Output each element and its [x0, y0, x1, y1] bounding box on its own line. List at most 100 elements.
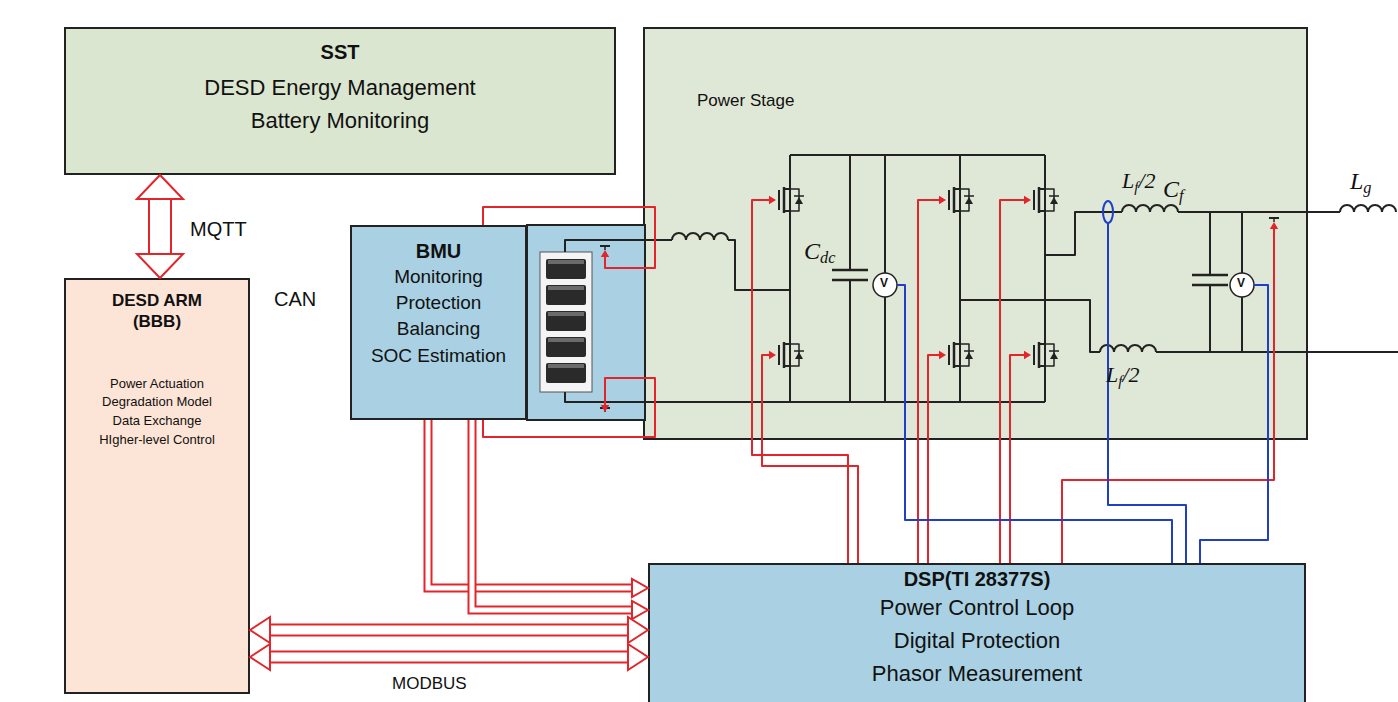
diode-lead [790, 344, 799, 366]
mosfet-channel [1038, 342, 1041, 368]
gate-signal [1000, 200, 1027, 563]
component-label: Lf/2 [1106, 362, 1140, 390]
diode-symbol [795, 197, 803, 204]
connector-outline [270, 624, 628, 637]
connector-head [628, 617, 648, 643]
switch-gate [1273, 218, 1275, 222]
mosfet-channel [783, 342, 786, 368]
inductor-symbol [1122, 205, 1178, 212]
component-label: Cdc [804, 238, 835, 268]
battery-frame [540, 252, 592, 392]
mosfet-lead [954, 188, 960, 190]
mosfet-lead [784, 188, 790, 190]
power-stage-box: Power Stage [643, 27, 1308, 440]
diode-lead [790, 189, 799, 211]
mosfet-lead [954, 210, 960, 212]
bmu-box: BMUMonitoring Protection Balancing SOC E… [350, 225, 527, 420]
component-label: Cf [1163, 176, 1184, 206]
diode-lead [960, 189, 969, 211]
wire [613, 239, 672, 241]
box-heading: DSP(TI 28377S) [904, 567, 1051, 591]
mosfet-channel [953, 187, 956, 213]
switch-contact [1266, 211, 1282, 213]
wire [1209, 212, 1211, 275]
inductor-symbol [1340, 205, 1396, 212]
mosfet-gate [1033, 345, 1035, 365]
mosfet-lead [1039, 343, 1045, 345]
wire [1241, 297, 1243, 352]
wire [1156, 351, 1398, 353]
diode-symbol [1050, 197, 1058, 204]
arrow-head [1024, 196, 1031, 204]
diode-lead [1045, 344, 1054, 366]
connector [250, 617, 648, 643]
connector-head [250, 617, 270, 643]
battery-cell-top [548, 260, 584, 264]
wire [1241, 212, 1243, 273]
box-body: Power Control Loop Digital Protection Ph… [872, 591, 1082, 690]
diode-symbol [965, 197, 973, 204]
connector-layer [137, 175, 648, 670]
battery-cell [546, 285, 586, 305]
dsp-box: DSP(TI 28377S)Power Control Loop Digital… [648, 563, 1306, 702]
box-body: Monitoring Protection Balancing SOC Esti… [371, 264, 506, 369]
gate-signal [928, 355, 942, 563]
mosfet-lead [1039, 365, 1045, 367]
battery-cell-top [548, 312, 584, 316]
box-heading: Power Stage [697, 91, 794, 111]
wire [849, 280, 851, 402]
diode-lead [1045, 189, 1054, 211]
arrow-head [1024, 351, 1031, 359]
switch-contact [597, 401, 613, 403]
connector-outline [428, 420, 632, 588]
switch-gate [604, 246, 606, 250]
breaker-signal [1062, 226, 1274, 563]
mosfet-lead [1039, 188, 1045, 190]
gate-signal [752, 200, 848, 563]
voltmeter-symbol [873, 273, 897, 297]
wire [1209, 285, 1211, 352]
connector-fill [270, 653, 628, 662]
wire [849, 155, 851, 270]
mosfet-gate [1033, 190, 1035, 210]
bmu-signal [483, 207, 655, 268]
diode-bar [794, 350, 804, 352]
gate-signal [1010, 355, 1027, 563]
inductor-symbol [672, 233, 728, 240]
connector-outline [270, 651, 628, 664]
arrow-head [939, 351, 946, 359]
mosfet-lead [954, 343, 960, 345]
box-body: DESD Energy Management Battery Monitorin… [204, 71, 475, 137]
wire [959, 155, 961, 402]
measurement-signal [1200, 285, 1268, 563]
connector-fill [150, 199, 170, 254]
arrow-head [601, 405, 609, 412]
box-heading: DESD ARM (BBB) [112, 290, 202, 333]
battery-cell [546, 259, 586, 279]
capacitor-plate [1192, 284, 1228, 287]
voltmeter-symbol [1230, 273, 1254, 297]
meter-label: V [1237, 277, 1245, 291]
power-circuit [483, 155, 1398, 563]
mosfet-lead [1039, 210, 1045, 212]
diode-symbol [1050, 352, 1058, 359]
connector-outline [472, 420, 632, 610]
arrow-head [939, 196, 946, 204]
sst-box: SSTDESD Energy Management Battery Monito… [64, 27, 616, 175]
wire [565, 240, 597, 252]
connector-outline [148, 199, 172, 254]
diode-bar [964, 195, 974, 197]
wire [884, 155, 886, 273]
bmu-signal [483, 378, 655, 437]
arrow-head [601, 250, 609, 257]
gate-signal [762, 355, 858, 563]
gate-signal [918, 200, 942, 563]
capacitor-plate [1192, 274, 1228, 277]
connector [428, 420, 648, 597]
meter-label: V [880, 277, 888, 291]
mosfet-gate [948, 190, 950, 210]
diode-bar [1049, 350, 1059, 352]
wire [1178, 211, 1266, 213]
mosfet-channel [953, 342, 956, 368]
